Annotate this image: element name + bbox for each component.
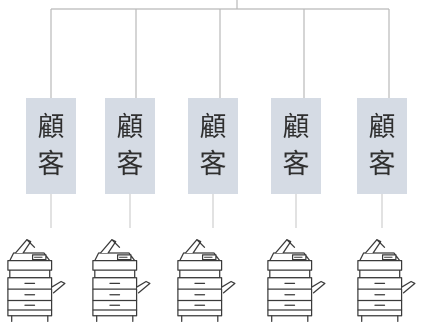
customer-label-top: 顧 bbox=[368, 112, 396, 143]
customer-node-3: 顧 客 bbox=[188, 98, 238, 194]
customer-node-2: 顧 客 bbox=[105, 98, 155, 194]
customer-node-1: 顧 客 bbox=[26, 98, 76, 194]
printer-icon bbox=[357, 239, 416, 323]
printer-icon bbox=[7, 239, 66, 323]
printer-icon bbox=[267, 239, 326, 323]
customer-label-bottom: 客 bbox=[116, 149, 144, 180]
customer-label-top: 顧 bbox=[282, 112, 310, 143]
customer-label-bottom: 客 bbox=[199, 149, 227, 180]
printer-icon bbox=[177, 239, 236, 323]
customer-label-top: 顧 bbox=[37, 112, 65, 143]
customer-label-bottom: 客 bbox=[368, 149, 396, 180]
customer-label-top: 顧 bbox=[199, 112, 227, 143]
customer-label-top: 顧 bbox=[116, 112, 144, 143]
customer-node-5: 顧 客 bbox=[357, 98, 407, 194]
printer-icon bbox=[92, 239, 151, 323]
customer-label-bottom: 客 bbox=[37, 149, 65, 180]
customer-node-4: 顧 客 bbox=[271, 98, 321, 194]
customer-label-bottom: 客 bbox=[282, 149, 310, 180]
